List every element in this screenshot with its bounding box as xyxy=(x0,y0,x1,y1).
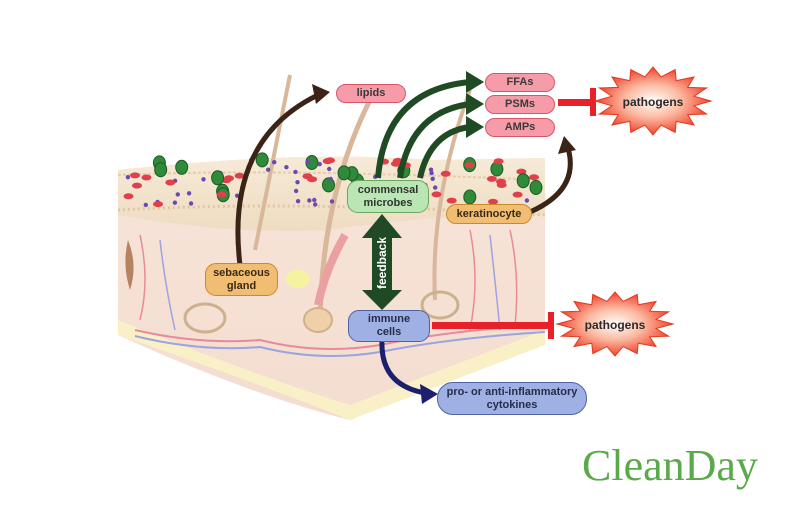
red-microbe xyxy=(302,173,313,180)
feedback-arrow xyxy=(362,214,402,310)
purple-microbe xyxy=(524,198,530,203)
label-feedback: feedback xyxy=(375,236,389,290)
label-amps: AMPs xyxy=(485,118,555,137)
arrow-keratinocyte-to-amps xyxy=(528,147,573,215)
arrow-immune-to-cytokines xyxy=(379,339,426,396)
label-commensal-microbes: commensal microbes xyxy=(347,180,429,213)
purple-microbe xyxy=(293,169,298,175)
purple-microbe xyxy=(307,198,312,203)
purple-microbe xyxy=(433,185,438,190)
red-microbe xyxy=(165,179,176,186)
arrow-sebaceous-to-lipids xyxy=(235,92,320,266)
purple-microbe xyxy=(284,165,289,170)
pathogen-burst-top xyxy=(593,66,713,136)
purple-microbe xyxy=(429,170,434,176)
red-microbe xyxy=(132,182,142,189)
red-microbe xyxy=(516,168,527,175)
purple-microbe xyxy=(313,202,318,207)
green-microbe xyxy=(516,173,530,189)
red-microbe xyxy=(390,160,401,167)
label-cytokines: pro- or anti-inflammatory cytokines xyxy=(437,382,587,415)
green-microbe xyxy=(154,162,168,178)
purple-microbe xyxy=(175,192,180,197)
purple-microbe xyxy=(295,199,301,204)
arrow-microbes-to-ffas xyxy=(375,79,471,179)
purple-microbe xyxy=(293,188,299,194)
red-microbe xyxy=(493,158,504,165)
purple-microbe xyxy=(143,202,148,208)
red-microbe xyxy=(486,175,497,182)
arrow-microbes-to-amps xyxy=(417,124,471,179)
label-lipids: lipids xyxy=(336,84,406,103)
red-microbe xyxy=(529,174,539,181)
purple-microbe xyxy=(201,177,206,182)
red-microbe xyxy=(496,182,507,188)
green-microbe xyxy=(255,152,269,168)
purple-microbe xyxy=(312,197,317,203)
green-microbe xyxy=(175,159,189,175)
cleanday-logo: CleanDay xyxy=(582,441,758,490)
label-ffas: FFAs xyxy=(485,73,555,92)
label-pathogens-bottom: pathogens xyxy=(584,318,646,332)
red-microbe xyxy=(488,198,498,205)
purple-microbe xyxy=(430,176,435,181)
purple-microbe xyxy=(327,166,332,172)
red-microbe xyxy=(512,191,523,198)
arrow-microbes-to-psms xyxy=(397,101,471,179)
purple-microbe xyxy=(428,167,434,172)
inhibit-bar-top xyxy=(558,99,592,106)
green-microbe xyxy=(529,180,543,195)
purple-microbe xyxy=(317,161,322,167)
purple-microbe xyxy=(329,199,335,204)
pathogen-burst-bottom xyxy=(555,291,675,357)
red-microbe xyxy=(464,162,475,169)
label-sebaceous-gland: sebaceous gland xyxy=(205,263,278,296)
red-microbe xyxy=(153,201,163,208)
red-microbe xyxy=(234,172,245,179)
green-microbe xyxy=(463,189,477,205)
red-microbe xyxy=(431,191,442,198)
red-microbe xyxy=(224,175,234,182)
red-microbe xyxy=(130,172,140,179)
purple-microbe xyxy=(125,175,131,180)
green-microbe xyxy=(337,165,351,181)
green-microbe xyxy=(211,170,225,186)
label-keratinocyte: keratinocyte xyxy=(446,204,532,224)
red-microbe xyxy=(440,170,451,177)
red-microbe xyxy=(216,191,227,198)
purple-microbe xyxy=(295,180,300,185)
purple-microbe xyxy=(266,167,271,172)
red-microbe xyxy=(446,197,457,204)
red-microbe xyxy=(322,158,333,165)
label-pathogens-top: pathogens xyxy=(622,95,684,109)
purple-microbe xyxy=(272,160,277,165)
purple-microbe xyxy=(172,200,178,205)
label-psms: PSMs xyxy=(485,95,555,114)
label-immune-cells: immune cells xyxy=(348,310,430,342)
purple-microbe xyxy=(305,159,310,164)
purple-microbe xyxy=(328,176,333,182)
purple-microbe xyxy=(188,201,194,206)
purple-microbe xyxy=(186,191,192,196)
red-microbe xyxy=(141,174,152,181)
red-microbe xyxy=(123,193,134,200)
inhibit-bar-bottom xyxy=(432,322,550,329)
green-microbe xyxy=(322,177,335,193)
arrows xyxy=(235,71,596,404)
